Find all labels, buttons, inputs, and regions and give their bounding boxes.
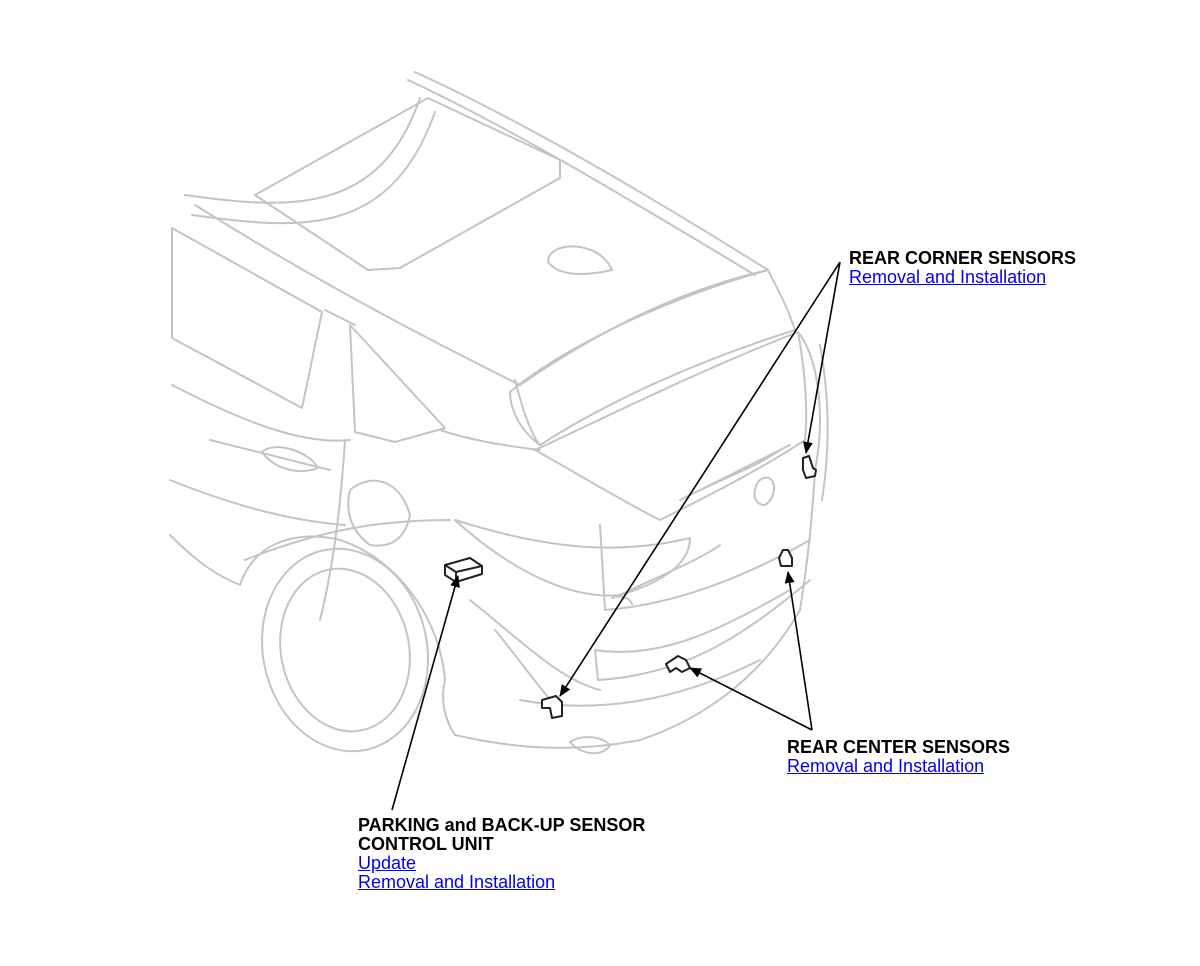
rear-corner-sensors-label: REAR CORNER SENSORS [849,248,1077,268]
callout-rear-center-sensors: REAR CENTER SENSORS Removal and Installa… [787,738,1010,776]
control-unit-update-link[interactable]: Update [358,853,417,873]
rear-corner-sensor-right-icon [802,455,817,479]
control-unit-removal-link[interactable]: Removal and Installation [358,872,556,892]
leader-corner-left [559,261,841,697]
rear-corner-sensor-left-icon [541,695,563,719]
leader-center-lower [689,667,813,731]
leader-center-upper [784,571,813,731]
callout-rear-corner-sensors: REAR CORNER SENSORS Removal and Installa… [849,249,1076,287]
rear-center-sensor-left-icon [665,655,691,673]
callout-control-unit: PARKING and BACK-UP SENSOR CONTROL UNIT … [358,816,645,892]
control-unit-label-line2: CONTROL UNIT [358,834,494,854]
control-unit-label-line1: PARKING and BACK-UP SENSOR [358,815,646,835]
rear-center-sensor-right-icon [778,549,793,567]
car-body-outline [169,71,829,755]
rear-center-sensors-removal-link[interactable]: Removal and Installation [787,756,985,776]
leader-corner-right [803,261,841,454]
rear-corner-sensors-removal-link[interactable]: Removal and Installation [849,267,1047,287]
rear-center-sensors-label: REAR CENTER SENSORS [787,737,1011,757]
leader-lines [391,261,841,811]
leader-control-unit [391,575,460,811]
